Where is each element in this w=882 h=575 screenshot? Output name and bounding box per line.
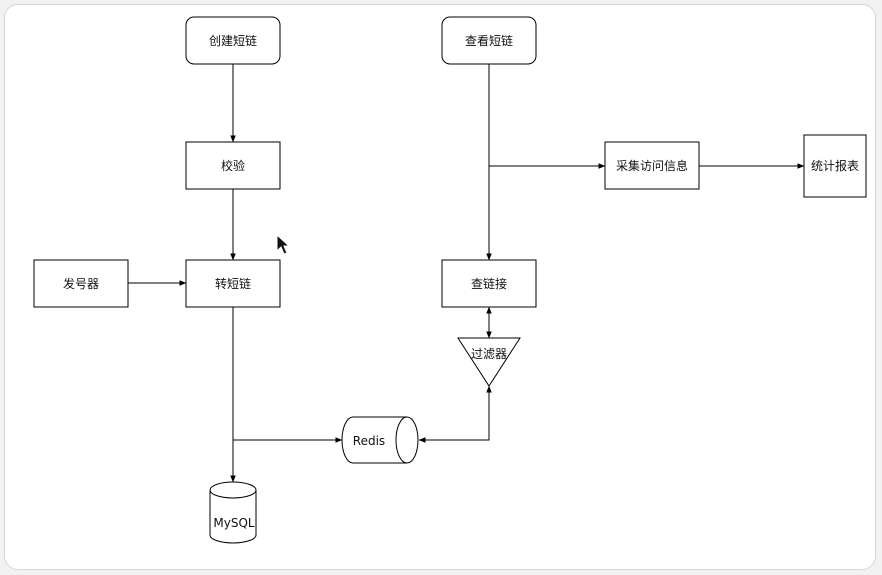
node-redis[interactable]: Redis [341, 416, 419, 464]
node-convert-short-link-label: 转短链 [215, 276, 251, 291]
node-mysql-label: MySQL [213, 516, 255, 530]
node-collect-visit-info-label: 采集访问信息 [616, 158, 688, 173]
node-number-generator-label: 发号器 [63, 276, 99, 291]
node-filter-label: 过滤器 [471, 347, 507, 361]
node-view-short-link-label: 查看短链 [465, 33, 513, 48]
node-lookup-link[interactable]: 查链接 [441, 259, 537, 308]
node-validate[interactable]: 校验 [185, 141, 281, 190]
node-stats-report-label: 统计报表 [811, 158, 859, 173]
node-create-short-link[interactable]: 创建短链 [185, 16, 281, 65]
edges [128, 64, 805, 483]
node-validate-label: 校验 [221, 158, 245, 173]
mouse-cursor-icon [276, 233, 291, 255]
node-view-short-link[interactable]: 查看短链 [441, 16, 537, 65]
node-filter[interactable]: 过滤器 [457, 337, 521, 387]
node-stats-report[interactable]: 统计报表 [803, 134, 867, 198]
node-collect-visit-info[interactable]: 采集访问信息 [604, 141, 700, 190]
node-mysql[interactable]: MySQL [209, 481, 257, 544]
node-redis-label: Redis [353, 434, 385, 448]
node-lookup-link-label: 查链接 [471, 276, 507, 291]
edge-filter-redis-bidirectional [418, 385, 492, 443]
node-convert-short-link[interactable]: 转短链 [185, 259, 281, 308]
node-number-generator[interactable]: 发号器 [33, 259, 129, 308]
node-create-short-link-label: 创建短链 [209, 33, 257, 48]
canvas-frame [4, 4, 876, 570]
